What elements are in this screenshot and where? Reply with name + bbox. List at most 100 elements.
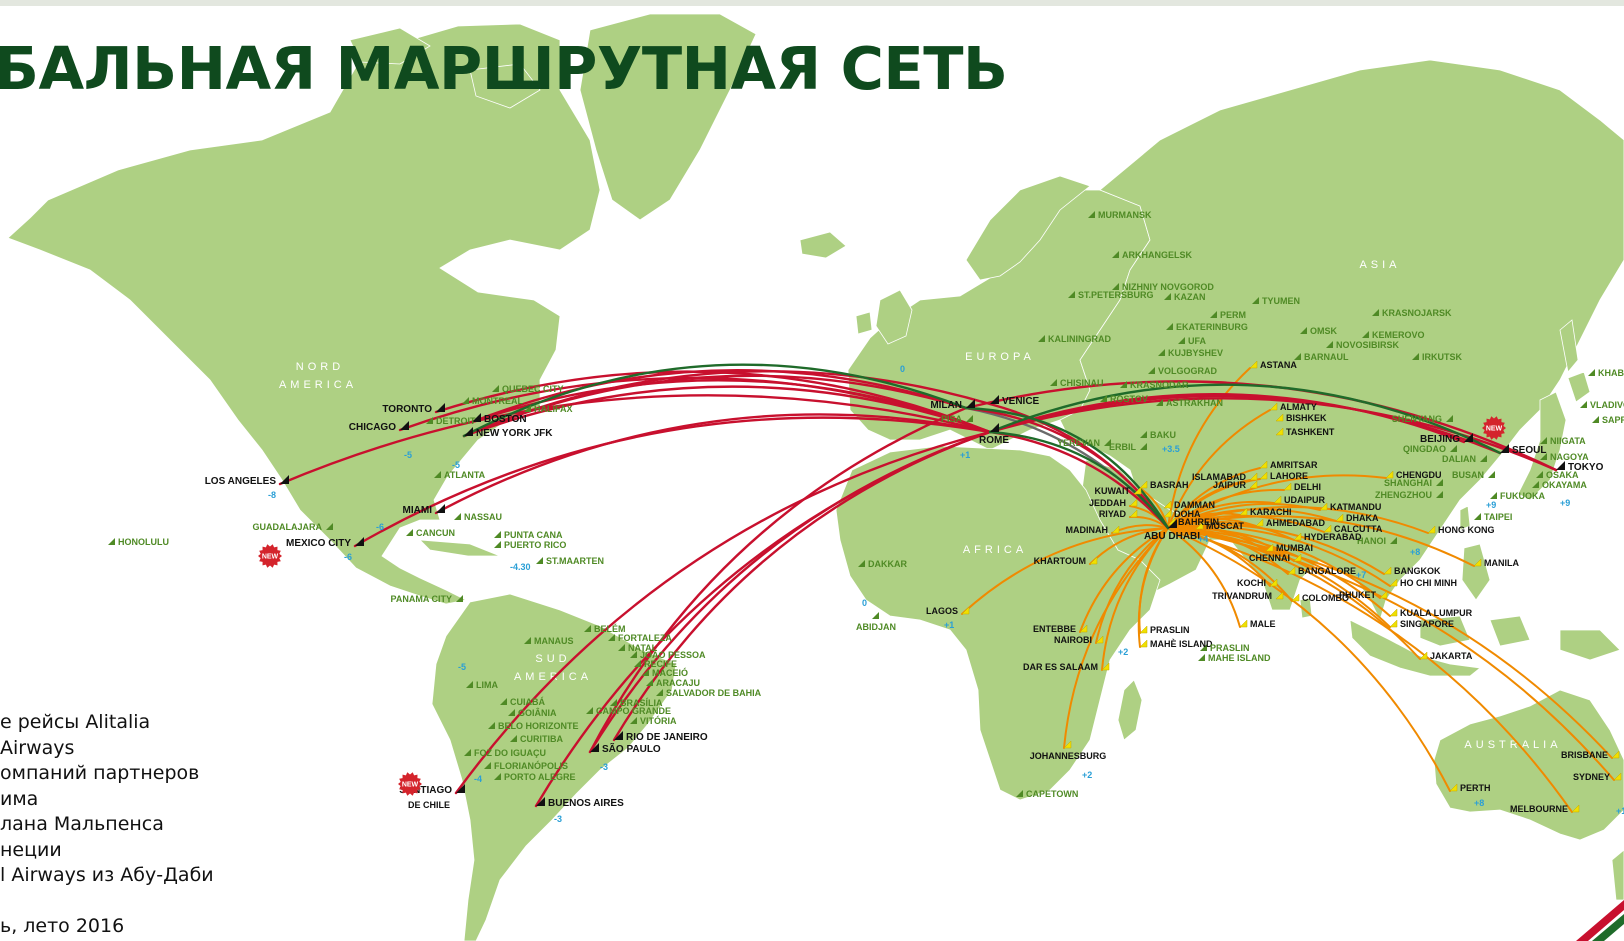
marker-fukuoka[interactable] bbox=[1490, 492, 1497, 499]
marker-ho-chi-minh[interactable] bbox=[1389, 578, 1398, 587]
marker-rio-de-janeiro[interactable] bbox=[614, 731, 623, 740]
marker-kuala-lumpur[interactable] bbox=[1389, 608, 1398, 617]
marker-sapporo[interactable] bbox=[1592, 416, 1599, 423]
marker-salvador-de-bahia[interactable] bbox=[656, 689, 663, 696]
marker-taipei[interactable] bbox=[1474, 513, 1481, 520]
marker-udaipur[interactable] bbox=[1273, 495, 1282, 504]
marker-seoul[interactable] bbox=[1500, 444, 1509, 453]
marker-doha[interactable] bbox=[1163, 509, 1172, 518]
marker-nairobi[interactable] bbox=[1095, 635, 1104, 644]
marker-basrah[interactable] bbox=[1139, 480, 1148, 489]
marker-milan[interactable] bbox=[966, 399, 975, 408]
marker-novosibirsk[interactable] bbox=[1326, 341, 1333, 348]
marker-miami[interactable] bbox=[436, 504, 445, 513]
marker-bangkok[interactable] bbox=[1383, 566, 1392, 575]
marker-natal[interactable] bbox=[618, 644, 625, 651]
marker-brisbane[interactable] bbox=[1611, 750, 1620, 759]
marker-mahe-island[interactable] bbox=[1139, 639, 1148, 648]
marker-shanghai[interactable] bbox=[1436, 479, 1443, 486]
marker-kemerovo[interactable] bbox=[1362, 331, 1369, 338]
marker-hanoi[interactable] bbox=[1390, 537, 1397, 544]
marker-sao-paulo[interactable] bbox=[590, 743, 599, 752]
marker-barnaul[interactable] bbox=[1294, 353, 1301, 360]
marker-chengdu[interactable] bbox=[1385, 470, 1394, 479]
marker-rostov[interactable] bbox=[1100, 395, 1107, 402]
marker-krasnojarsk[interactable] bbox=[1372, 309, 1379, 316]
marker-rome[interactable] bbox=[990, 423, 999, 432]
marker-colombo[interactable] bbox=[1291, 593, 1300, 602]
marker-jakarta[interactable] bbox=[1419, 651, 1428, 660]
marker-halifax[interactable] bbox=[524, 405, 531, 412]
marker-brasilia[interactable] bbox=[610, 699, 617, 706]
marker-los-angeles[interactable] bbox=[280, 475, 289, 484]
marker-nagoya[interactable] bbox=[1540, 453, 1547, 460]
marker-chisinau[interactable] bbox=[1050, 379, 1057, 386]
marker-niigata[interactable] bbox=[1540, 437, 1547, 444]
marker-sydney[interactable] bbox=[1613, 772, 1622, 781]
marker-jaipur[interactable] bbox=[1249, 480, 1258, 489]
marker-boston[interactable] bbox=[472, 413, 481, 422]
marker-beijing[interactable] bbox=[1464, 433, 1473, 442]
marker-manaus[interactable] bbox=[524, 637, 531, 644]
marker-panama-city[interactable] bbox=[456, 595, 463, 602]
marker-karachi[interactable] bbox=[1239, 507, 1248, 516]
marker-detroit[interactable] bbox=[426, 417, 433, 424]
marker-chicago[interactable] bbox=[400, 421, 409, 430]
marker-vitoria[interactable] bbox=[630, 717, 637, 724]
marker-lima[interactable] bbox=[466, 681, 473, 688]
marker-kochi[interactable] bbox=[1269, 578, 1278, 587]
marker-vladivostok[interactable] bbox=[1580, 401, 1587, 408]
marker-guadalajara[interactable] bbox=[326, 523, 333, 530]
marker-tyumen[interactable] bbox=[1252, 297, 1259, 304]
marker-ahmedabad[interactable] bbox=[1255, 518, 1264, 527]
marker-phuket[interactable] bbox=[1379, 590, 1388, 599]
marker-busan[interactable] bbox=[1488, 471, 1495, 478]
marker-montreal[interactable] bbox=[462, 397, 469, 404]
marker-foz-do-iguacu[interactable] bbox=[464, 749, 471, 756]
marker-campo-grande[interactable] bbox=[586, 707, 593, 714]
marker-st-maarten[interactable] bbox=[536, 557, 543, 564]
marker-bishkek[interactable] bbox=[1275, 413, 1284, 422]
marker-cuiaba[interactable] bbox=[500, 698, 507, 705]
marker-kujbyshev[interactable] bbox=[1158, 349, 1165, 356]
marker-dakkar[interactable] bbox=[858, 560, 865, 567]
marker-hyderabad[interactable] bbox=[1293, 532, 1302, 541]
marker-singapore[interactable] bbox=[1389, 619, 1398, 628]
marker-omsk[interactable] bbox=[1300, 327, 1307, 334]
marker-punta-cana[interactable] bbox=[494, 531, 501, 538]
marker-ekaterinburg[interactable] bbox=[1166, 323, 1173, 330]
marker-qingdao[interactable] bbox=[1450, 445, 1457, 452]
marker-mexico-city[interactable] bbox=[355, 537, 364, 546]
marker-kaliningrad[interactable] bbox=[1038, 335, 1045, 342]
marker-buenos-aires[interactable] bbox=[536, 797, 545, 806]
marker-abidjan[interactable] bbox=[872, 612, 879, 619]
marker-aracaju[interactable] bbox=[646, 679, 653, 686]
marker-hong-kong[interactable] bbox=[1427, 525, 1436, 534]
marker-khabarovsk[interactable] bbox=[1588, 369, 1595, 376]
marker-manila[interactable] bbox=[1473, 558, 1482, 567]
marker-new-york-jfk[interactable] bbox=[464, 427, 473, 436]
marker-nassau[interactable] bbox=[454, 513, 461, 520]
marker-praslin[interactable] bbox=[1200, 644, 1207, 651]
marker-praslin[interactable] bbox=[1139, 625, 1148, 634]
marker-venice[interactable] bbox=[990, 395, 999, 404]
marker-puerto-rico[interactable] bbox=[494, 541, 501, 548]
marker-trivandrum[interactable] bbox=[1275, 591, 1284, 600]
marker-astrakhan[interactable] bbox=[1156, 399, 1163, 406]
marker-kazan[interactable] bbox=[1164, 293, 1171, 300]
marker-goiania[interactable] bbox=[508, 709, 515, 716]
marker-tashkent[interactable] bbox=[1275, 427, 1284, 436]
marker-santiago[interactable] bbox=[456, 784, 465, 793]
marker-perth[interactable] bbox=[1449, 783, 1458, 792]
marker-irkutsk[interactable] bbox=[1412, 353, 1419, 360]
marker-murmansk[interactable] bbox=[1088, 211, 1095, 218]
marker-almaty[interactable] bbox=[1269, 402, 1278, 411]
marker-muscat[interactable] bbox=[1195, 521, 1204, 530]
marker-florianopolis[interactable] bbox=[484, 762, 491, 769]
marker-entebbe[interactable] bbox=[1079, 624, 1088, 633]
marker-lagos[interactable] bbox=[961, 606, 970, 615]
marker-yerevan[interactable] bbox=[1104, 439, 1111, 446]
marker-fortaleza[interactable] bbox=[608, 634, 615, 641]
marker-delhi[interactable] bbox=[1283, 482, 1292, 491]
marker-erbil[interactable] bbox=[1140, 443, 1147, 450]
